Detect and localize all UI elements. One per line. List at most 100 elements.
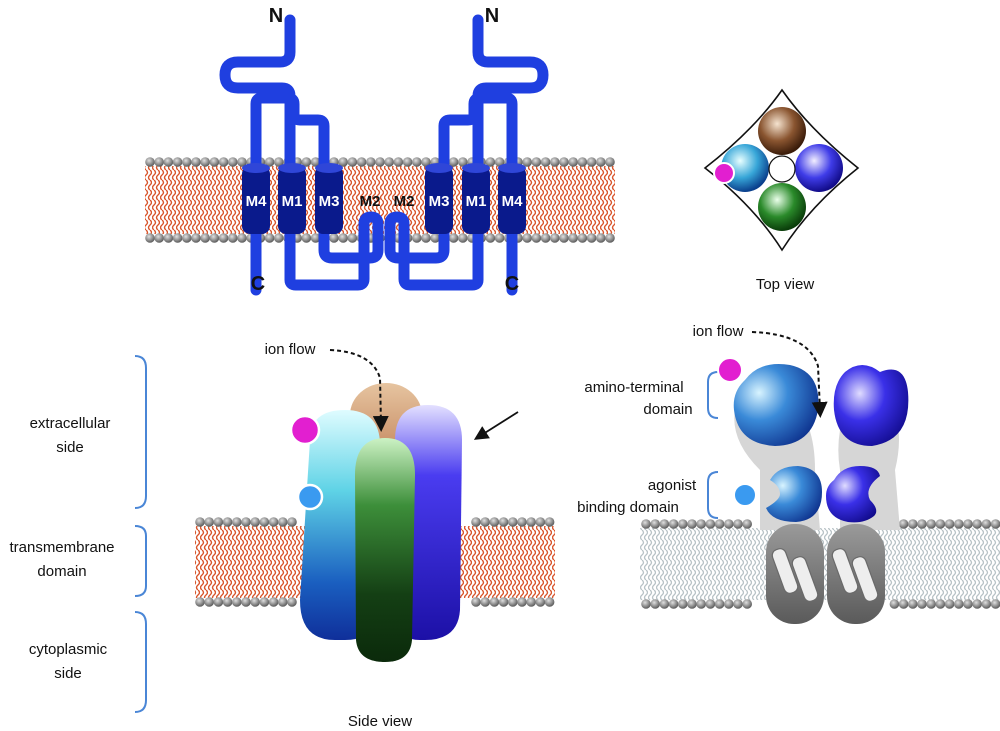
lipid-head <box>605 233 615 243</box>
lipid-head <box>375 157 385 167</box>
lipid-head <box>926 519 936 529</box>
lipid-head <box>742 599 752 609</box>
lipid-head <box>485 233 496 243</box>
n-terminus-right: N <box>485 5 499 27</box>
lipid-head <box>209 157 220 167</box>
lipid-head <box>347 157 358 167</box>
lipid-head <box>990 519 1000 529</box>
label-agonist: agonist <box>648 477 697 494</box>
lipid-head <box>954 519 964 529</box>
lipid-head <box>154 157 164 167</box>
lipid-head <box>705 519 716 529</box>
lipid-head <box>540 157 551 167</box>
lipid-head <box>448 233 459 243</box>
lipid-head <box>733 599 743 609</box>
ion-flow-arrow-side <box>329 349 389 432</box>
lipid-head <box>489 597 500 607</box>
lipid-head <box>287 597 297 607</box>
subunit-violet <box>795 144 843 192</box>
lipid-head <box>228 157 238 167</box>
lipid-head <box>154 233 164 243</box>
lipid-head <box>274 157 284 167</box>
bracket-transmembrane <box>134 525 147 597</box>
side-view-caption: Side view <box>348 713 412 730</box>
lipid-head <box>228 233 238 243</box>
lipid-head <box>526 517 536 527</box>
lipid-head <box>559 233 569 243</box>
lipid-head <box>550 157 560 167</box>
lipid-head <box>531 157 542 167</box>
lipid-head <box>213 597 224 607</box>
lipid-head <box>668 599 679 609</box>
lipid-head <box>218 233 229 243</box>
lipid-head <box>586 157 597 167</box>
label-m3-right: M3 <box>429 193 450 210</box>
atd-left <box>733 364 819 446</box>
ligand-magenta-top <box>713 162 735 184</box>
lipid-head <box>508 517 518 527</box>
lipid-head <box>421 157 431 167</box>
side-view: extracellular side transmembrane domain … <box>9 341 555 730</box>
lipid-head <box>641 599 651 609</box>
lipid-head <box>356 157 367 167</box>
ion-flow-arrow-domain <box>751 331 828 418</box>
lipid-head <box>517 597 527 607</box>
lipid-head <box>508 597 518 607</box>
lipid-head <box>393 157 404 167</box>
lipid-head <box>898 519 909 529</box>
lipid-head <box>650 599 660 609</box>
lipid-head <box>568 233 578 243</box>
lipid-head <box>687 599 697 609</box>
label-m2-left: M2 <box>360 193 381 210</box>
lipid-head <box>605 157 615 167</box>
lipid-head <box>494 157 505 167</box>
lipid-head <box>498 517 509 527</box>
lipid-head <box>696 519 706 529</box>
lipid-head <box>586 233 597 243</box>
lipid-head <box>935 519 946 529</box>
lipid-head <box>204 517 214 527</box>
lipid-head <box>264 157 275 167</box>
lipid-head <box>724 599 734 609</box>
top-view: Top view <box>703 88 860 293</box>
helix-right-m3: M3 <box>425 163 453 234</box>
lipid-head <box>963 519 973 529</box>
lipid-head <box>522 157 532 167</box>
chain-right <box>384 14 549 296</box>
lipid-head <box>250 597 260 607</box>
lipid-heads-lower-domain <box>641 599 1000 609</box>
lipid-head <box>577 157 588 167</box>
lipid-head <box>705 599 716 609</box>
topology-diagram: M4 M1 M3 M2 M2 M3 M1 M4 N <box>145 5 615 296</box>
subunit-green <box>758 183 806 231</box>
lipid-head <box>145 157 155 167</box>
label-m1-left: M1 <box>282 193 303 210</box>
lipid-head <box>954 599 964 609</box>
lipid-head <box>678 519 688 529</box>
lipid-head <box>241 597 251 607</box>
lipid-head <box>733 519 743 529</box>
lipid-head <box>310 157 321 167</box>
lipid-heads-upper-domain <box>641 519 1000 529</box>
lipid-head <box>944 519 955 529</box>
lipid-head <box>301 233 312 243</box>
tm-column-left <box>766 524 824 624</box>
lipid-head <box>259 517 270 527</box>
label-transmembrane: transmembrane <box>9 539 114 556</box>
lipid-head <box>531 233 542 243</box>
lipid-head <box>535 517 546 527</box>
lipid-head <box>182 157 192 167</box>
lipid-head <box>489 517 500 527</box>
n-terminus-left: N <box>269 5 283 27</box>
ion-flow-label-side: ion flow <box>265 341 316 358</box>
lipid-head <box>494 233 505 243</box>
helix-left-m1: M1 <box>278 163 306 234</box>
domain-view: amino-terminal domain agonist binding do… <box>577 323 1000 624</box>
lipid-head <box>889 599 900 609</box>
lipid-head <box>471 597 481 607</box>
lipid-head <box>550 233 560 243</box>
label-amino-terminal-domain: domain <box>643 401 692 418</box>
lipid-head <box>232 517 242 527</box>
ligand-blue-side <box>296 483 324 511</box>
lipid-head <box>678 599 688 609</box>
